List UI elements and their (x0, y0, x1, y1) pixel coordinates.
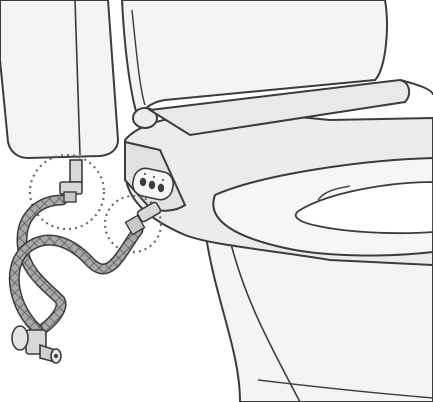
lid-icon (122, 0, 433, 135)
tank-icon (0, 0, 118, 158)
shutoff-valve-icon (12, 326, 61, 363)
